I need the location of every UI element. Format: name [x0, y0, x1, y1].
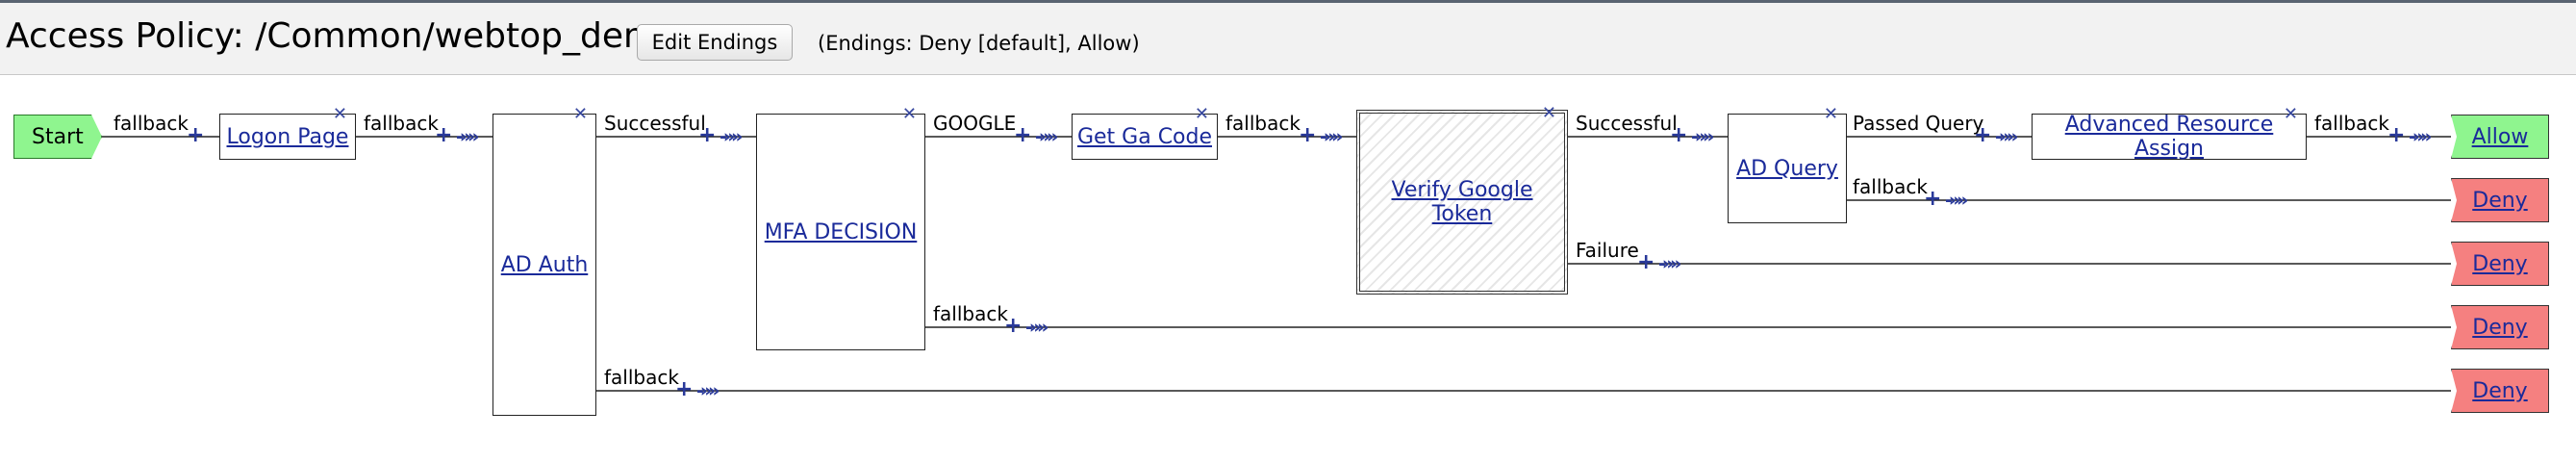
plus-icon[interactable]: + [1637, 250, 1655, 274]
ad-query-link[interactable]: AD Query [1736, 156, 1838, 181]
plus-icon[interactable]: + [1924, 187, 1942, 211]
double-chevron-icon: -»» [1691, 126, 1715, 147]
double-chevron-icon: -»» [1035, 126, 1059, 147]
double-chevron-icon: -»» [1995, 126, 2019, 147]
get-ga-code-node: ✕ Get Ga Code [1072, 106, 1218, 160]
branch-label: fallback [1225, 112, 1301, 135]
close-icon[interactable]: ✕ [1541, 103, 1556, 123]
advanced-resource-assign-node: ✕ Advanced Resource Assign [2032, 106, 2307, 161]
logon-page-link[interactable]: Logon Page [226, 124, 349, 149]
double-chevron-icon: -»» [1320, 126, 1344, 147]
plus-icon[interactable]: + [187, 123, 205, 147]
page-title: Access Policy: /Common/webtop_demo [6, 16, 679, 56]
ad-query-node: ✕ AD Query [1728, 106, 1847, 223]
branch-label: Successful [1576, 112, 1678, 135]
ending-deny[interactable]: Deny [2451, 305, 2549, 349]
header-bar: Access Policy: /Common/webtop_demo Edit … [0, 0, 2576, 75]
edit-endings-button[interactable]: Edit Endings [637, 24, 793, 61]
ending-allow[interactable]: Allow [2451, 115, 2549, 159]
double-chevron-icon: -»» [1025, 317, 1049, 338]
endings-summary: (Endings: Deny [default], Allow) [818, 32, 1140, 55]
double-chevron-icon: -»» [696, 380, 720, 401]
ending-deny[interactable]: Deny [2451, 242, 2549, 286]
plus-icon[interactable]: + [2387, 123, 2406, 147]
close-icon[interactable]: ✕ [2283, 104, 2298, 124]
ending-deny[interactable]: Deny [2451, 178, 2549, 222]
branch-label: Successful [604, 112, 706, 135]
close-icon[interactable]: ✕ [901, 104, 917, 124]
ending-deny-link[interactable]: Deny [2472, 315, 2528, 340]
plus-icon[interactable]: + [1014, 123, 1032, 147]
close-icon[interactable]: ✕ [1823, 104, 1838, 124]
branch-label: Passed Query [1853, 112, 1984, 135]
plus-icon[interactable]: + [1004, 314, 1023, 338]
branch-label: fallback [364, 112, 439, 135]
branch-label: fallback [114, 112, 189, 135]
plus-icon[interactable]: + [698, 123, 717, 147]
close-icon[interactable]: ✕ [1194, 104, 1209, 124]
double-chevron-icon: -»» [1945, 190, 1969, 211]
branch-label: fallback [933, 302, 1008, 325]
close-icon[interactable]: ✕ [572, 104, 588, 124]
double-chevron-icon: -»» [456, 126, 480, 147]
close-icon[interactable]: ✕ [332, 104, 347, 124]
ending-deny[interactable]: Deny [2451, 369, 2549, 413]
advanced-resource-assign-link[interactable]: Advanced Resource Assign [2064, 113, 2274, 161]
branch-label: fallback [1853, 175, 1928, 198]
plus-icon[interactable]: + [1670, 123, 1688, 147]
branch-label: fallback [2314, 112, 2389, 135]
ending-deny-link[interactable]: Deny [2472, 188, 2528, 213]
mfa-decision-link[interactable]: MFA DECISION [764, 219, 918, 244]
branch-label: Failure [1576, 239, 1639, 262]
plus-icon[interactable]: + [435, 123, 453, 147]
branch-label: fallback [604, 366, 679, 389]
ad-auth-node: ✕ AD Auth [492, 106, 596, 416]
double-chevron-icon: -»» [720, 126, 744, 147]
plus-icon[interactable]: + [1299, 123, 1317, 147]
double-chevron-icon: -»» [1658, 253, 1682, 274]
start-node[interactable]: Start [13, 115, 102, 159]
double-chevron-icon: -»» [2409, 126, 2433, 147]
mfa-decision-node: ✕ MFA DECISION [756, 106, 925, 350]
ad-auth-link[interactable]: AD Auth [500, 252, 589, 277]
ending-deny-link[interactable]: Deny [2472, 251, 2528, 276]
logon-page-node: ✕ Logon Page [219, 106, 356, 160]
ending-allow-link[interactable]: Allow [2471, 124, 2529, 149]
branch-label: GOOGLE [933, 112, 1017, 135]
plus-icon[interactable]: + [675, 377, 694, 401]
ending-deny-link[interactable]: Deny [2472, 378, 2528, 403]
verify-google-token-node: ✕ Verify Google Token [1356, 103, 1568, 295]
get-ga-code-link[interactable]: Get Ga Code [1076, 124, 1213, 149]
verify-google-token-link[interactable]: Verify Google Token [1391, 178, 1533, 226]
plus-icon[interactable]: + [1974, 123, 1992, 147]
